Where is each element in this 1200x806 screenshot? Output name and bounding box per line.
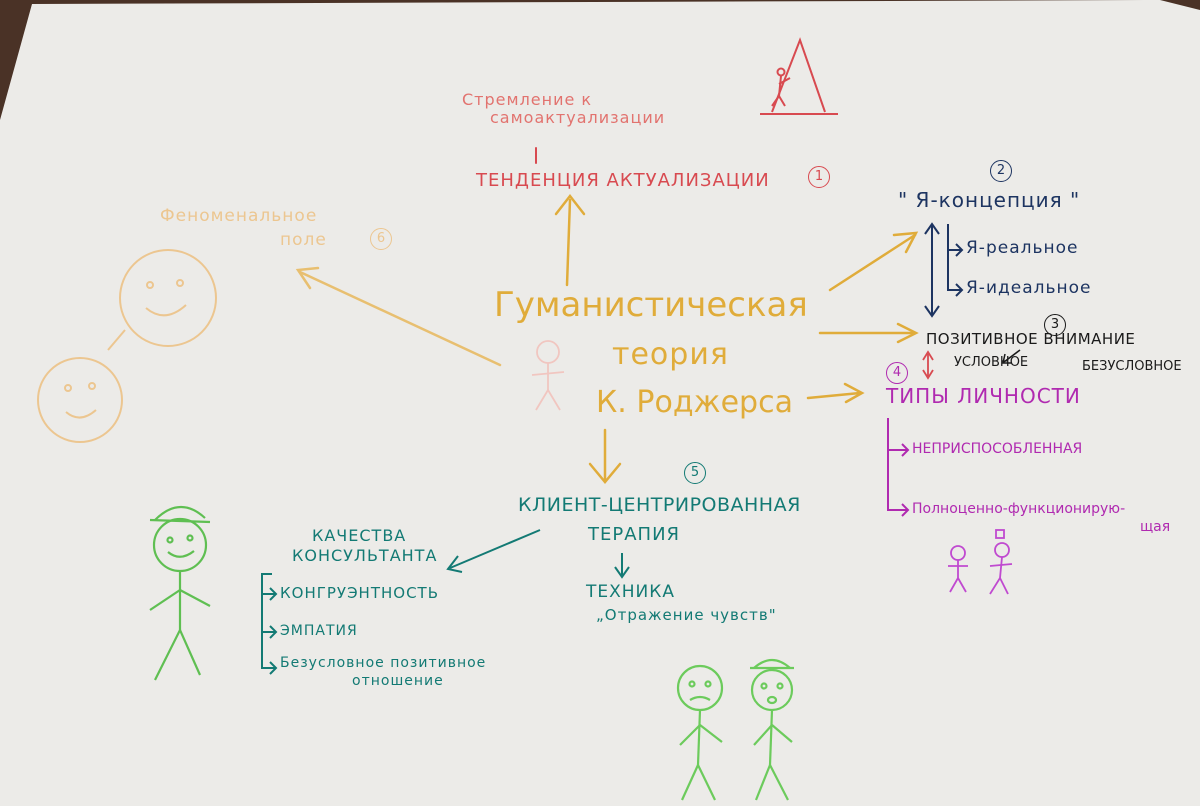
stick-figures-magenta-icon (948, 529, 1013, 595)
node4-item-fully-functioning-2: щая (1140, 519, 1171, 535)
node4-number: 4 (886, 362, 908, 384)
node2-item-real: Я-реальное (966, 238, 1079, 258)
consultant-title: Качества (312, 526, 407, 545)
node5-number: 5 (684, 462, 706, 484)
mountain-climber-icon (760, 37, 838, 115)
arrow-to-self-concept (828, 233, 917, 292)
consultant-item-congruence: конгруэнтность (280, 584, 439, 602)
node2-item-ideal: Я-идеальное (966, 278, 1092, 298)
node3-item-conditional: Условное (954, 355, 1029, 370)
node1-label: тенденция актуализации (476, 170, 770, 191)
node4-item-maladjusted: Неприспособленная (912, 441, 1083, 457)
clients-figures-icon (676, 658, 794, 801)
node1-striving-2: самоактуализации (490, 108, 666, 127)
center-title-1: Гуманистическая (494, 285, 808, 325)
consultant-item-unconditional: Безусловное позитивное (280, 655, 487, 671)
node2-number: 2 (990, 160, 1012, 182)
node2-label: " Я-концепция " (898, 188, 1081, 212)
faded-faces-icon (37, 249, 217, 443)
node6-label: Феноменальное (160, 206, 318, 226)
faded-figure-icon (531, 340, 565, 411)
center-title-3: К. Роджерса (596, 385, 793, 420)
node6-number: 6 (370, 228, 392, 250)
node4-item-fully-functioning: Полноценно-функционирую- (912, 501, 1126, 517)
node6-label-2: поле (280, 230, 327, 250)
arrow-to-personality-types (806, 391, 862, 400)
node4-label: типы личности (886, 384, 1081, 408)
arrow-to-actualization (565, 198, 572, 287)
consultant-figure-icon (149, 505, 211, 681)
node1-number: 1 (808, 166, 830, 188)
node3-number: 3 (1044, 314, 1066, 336)
node5-label: Клиент-центрированная (518, 494, 801, 516)
consultant-title-2: консультанта (292, 546, 438, 565)
technique-title: Техника (586, 582, 675, 602)
consultant-item-empathy: эмпатия (280, 623, 358, 639)
arrow-to-phenomenal (298, 270, 502, 367)
consultant-item-unconditional-2: отношение (352, 673, 444, 689)
node5-label-2: терапия (588, 524, 681, 545)
technique-name: „Отражение чувств" (596, 606, 777, 624)
node3-item-unconditional: Безусловное (1082, 359, 1182, 374)
node1-striving: Стремление к (462, 90, 593, 109)
node3-label: Позитивное внимание (926, 330, 1136, 348)
center-title-2: теория (612, 337, 729, 372)
